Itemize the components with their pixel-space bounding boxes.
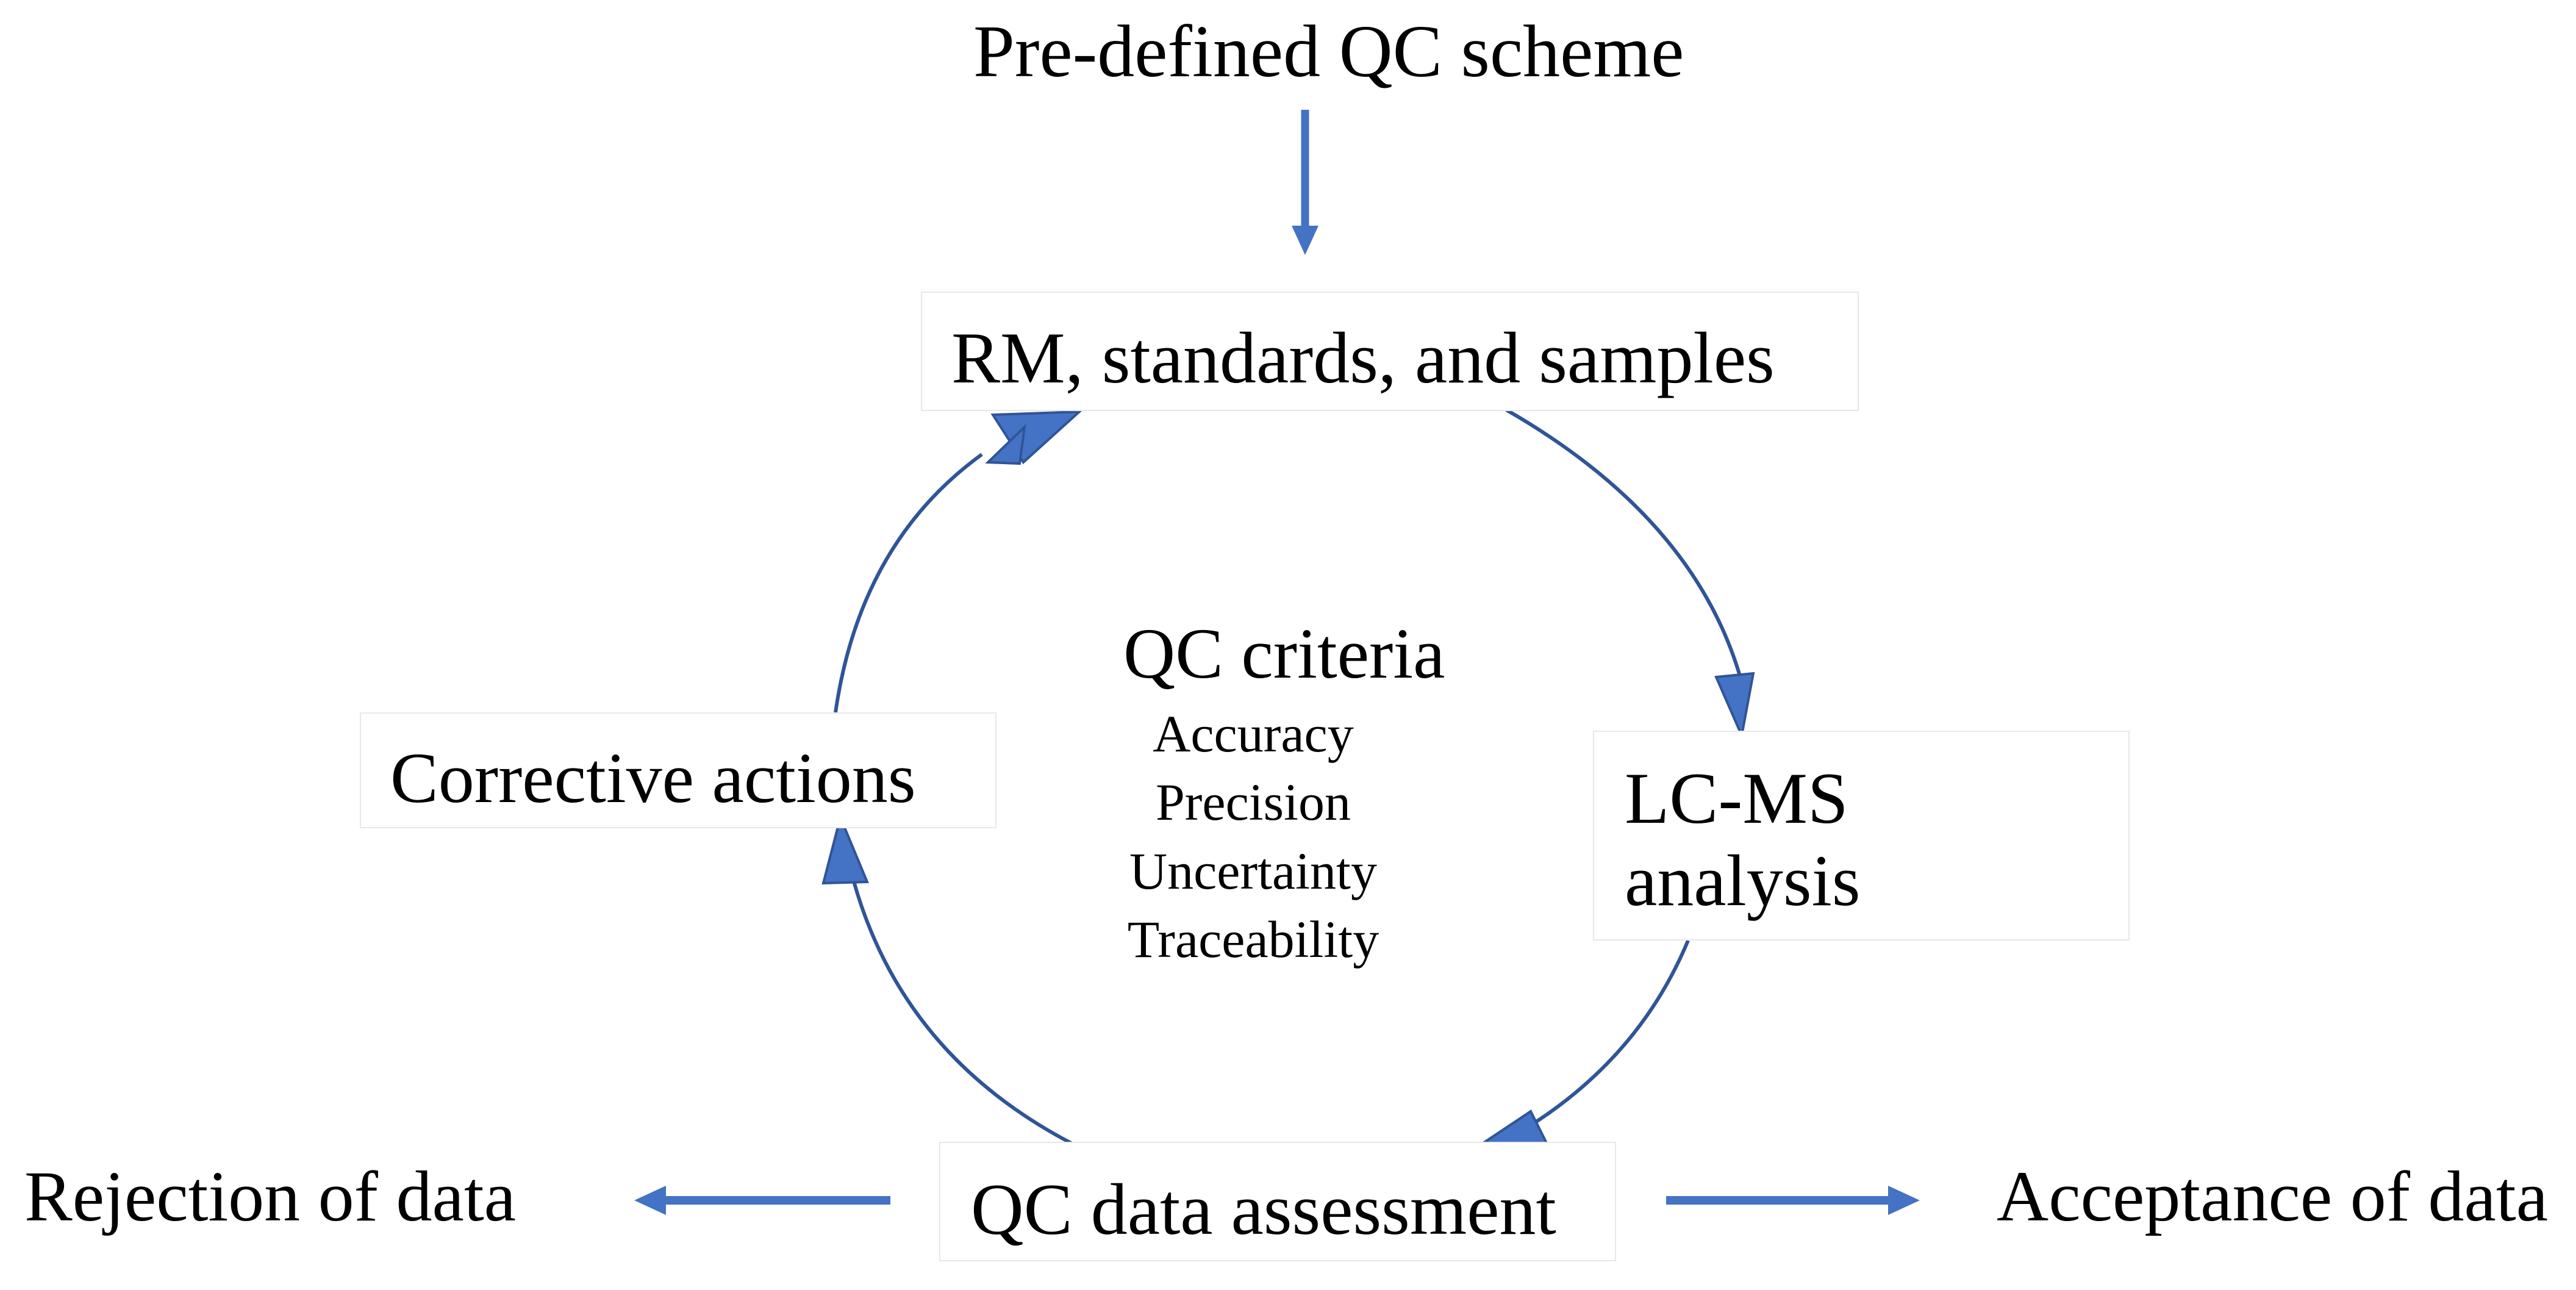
corrective-box: Corrective actions xyxy=(360,712,996,828)
criteria-item-traceability: Traceability xyxy=(1127,910,1379,969)
samples-label: RM, standards, and samples xyxy=(951,317,1775,398)
cycle-arrow-corrective-to-samples xyxy=(834,410,1083,713)
lcms-label-line1: LC-MS xyxy=(1625,758,1848,839)
rejection-label: Rejection of data xyxy=(24,1156,517,1236)
criteria-item-accuracy: Accuracy xyxy=(1153,704,1354,763)
diagram-title: Pre-defined QC scheme xyxy=(973,10,1684,93)
corrective-label: Corrective actions xyxy=(390,738,916,818)
cycle-arrow-assessment-to-corrective xyxy=(821,813,1073,1145)
rejection-arrow xyxy=(634,1186,890,1215)
criteria-title: QC criteria xyxy=(1123,614,1445,693)
assessment-box: QC data assessment xyxy=(939,1142,1616,1261)
cycle-arrow-samples-to-lcms xyxy=(1505,408,1755,740)
acceptance-arrow xyxy=(1666,1186,1920,1215)
acceptance-label: Acceptance of data xyxy=(1997,1156,2549,1236)
criteria-item-precision: Precision xyxy=(1155,773,1351,831)
lcms-label-line2: analysis xyxy=(1625,840,1861,921)
assessment-label: QC data assessment xyxy=(971,1169,1556,1250)
criteria-item-uncertainty: Uncertainty xyxy=(1129,842,1377,900)
cycle-arrow-lcms-to-assessment xyxy=(1456,939,1690,1161)
lcms-box: LC-MS analysis xyxy=(1593,731,2130,941)
samples-box: RM, standards, and samples xyxy=(921,292,1859,411)
scheme-to-samples-arrow xyxy=(1292,110,1318,255)
